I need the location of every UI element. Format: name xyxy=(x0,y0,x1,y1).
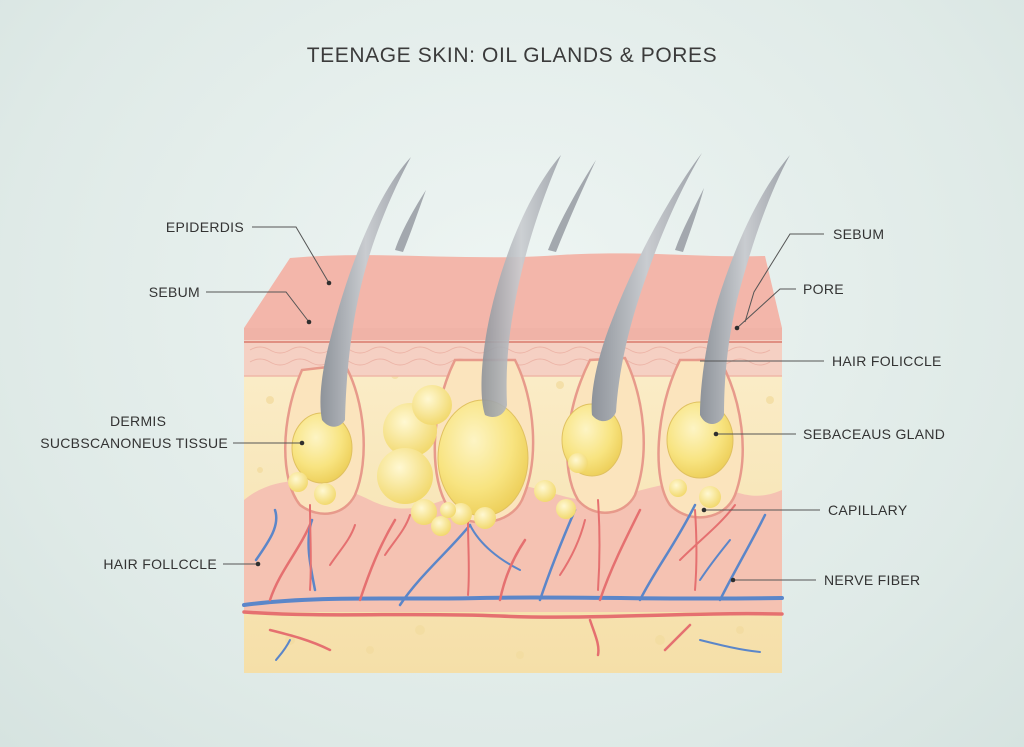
label-sebum-right: SEBUM xyxy=(833,226,885,242)
label-hair-follicle-right: HAIR FOLICCLE xyxy=(832,353,942,369)
label-dermis: DERMIS xyxy=(110,413,167,429)
capillaries xyxy=(242,499,784,661)
label-capillary: CAPILLARY xyxy=(828,502,908,518)
label-subcutaneous-tissue: SUCBSCANONEUS TISSUE xyxy=(40,435,228,451)
leader-lines xyxy=(206,226,824,581)
hairs xyxy=(320,153,790,427)
label-sebum-left: SEBUM xyxy=(148,284,200,300)
dermis-layer xyxy=(244,481,782,612)
diagram-title: TEENAGE SKIN: OIL GLANDS & PORES xyxy=(306,44,718,67)
label-epidermis: EPIDERDIS xyxy=(165,219,244,235)
label-sebaceous-gland: SEBACEAUS GLAND xyxy=(803,426,946,442)
label-pore: PORE xyxy=(803,281,844,297)
label-hair-follicle-left: HAIR FOLLCCLE xyxy=(103,556,217,572)
label-nerve-fiber: NERVE FIBER xyxy=(824,572,921,588)
leader-dots xyxy=(255,280,740,583)
